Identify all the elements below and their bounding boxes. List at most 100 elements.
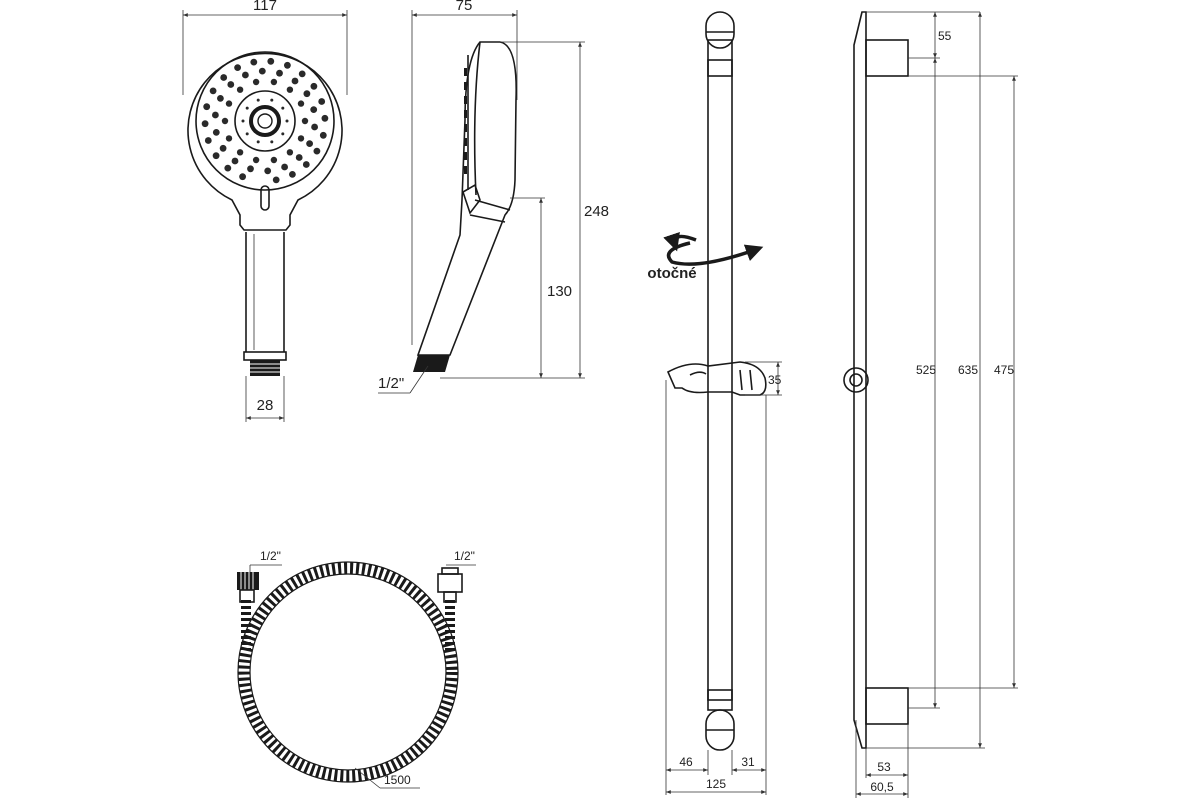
- slide-rail-side-view: 55 525 635 475 53 60,5: [843, 11, 1018, 798]
- rail-bar: [707, 39, 733, 701]
- nozzle: [234, 64, 242, 71]
- nozzle: [204, 137, 212, 144]
- rotation-arrow-icon: [666, 241, 764, 266]
- thread-size-label: 1/2": [378, 375, 404, 392]
- nozzle: [276, 69, 283, 77]
- nozzle: [258, 67, 266, 75]
- hand-shower-front-view: 117 28: [182, 0, 348, 422]
- center-button: [249, 105, 281, 137]
- nozzle: [270, 156, 278, 164]
- shower-head-outline: [187, 52, 343, 231]
- length-635-label: 635: [958, 363, 978, 377]
- nozzle: [270, 78, 278, 86]
- handle-outline: [245, 232, 285, 352]
- width-dimension-label: 117: [253, 0, 277, 14]
- shower-holder: [666, 361, 767, 396]
- inner-nozzle: [245, 106, 249, 110]
- nozzle: [281, 163, 288, 171]
- inner-nozzle: [281, 132, 285, 136]
- holder-ring: [843, 367, 869, 393]
- depth-dimension-label: 75: [456, 0, 473, 14]
- nozzle: [212, 152, 220, 160]
- nozzle: [221, 117, 229, 125]
- bottom-wall-bracket: [865, 687, 909, 725]
- inner-nozzle: [241, 119, 245, 123]
- inner-nozzle: [270, 140, 274, 144]
- length-525-label: 525: [916, 363, 936, 377]
- nozzle: [227, 81, 235, 88]
- inner-nozzle: [270, 98, 274, 102]
- length-475-label: 475: [994, 363, 1014, 377]
- total-width-label: 125: [706, 777, 726, 791]
- nozzle: [319, 131, 327, 139]
- inner-nozzle: [245, 132, 249, 136]
- nozzle: [247, 165, 254, 173]
- inner-nozzle: [256, 98, 260, 102]
- nozzle: [242, 71, 249, 79]
- side-rail-bar: [853, 11, 867, 749]
- nozzle: [291, 77, 299, 85]
- nozzle: [313, 147, 321, 155]
- nozzle: [286, 149, 294, 156]
- nozzle: [306, 140, 313, 148]
- hand-shower-side-view: 75 248 130 1/2": [378, 0, 609, 394]
- shower-head-face: [195, 51, 335, 191]
- offset-right-label: 31: [741, 755, 755, 769]
- nozzle: [321, 114, 329, 122]
- nozzle: [310, 82, 318, 90]
- nozzle: [303, 90, 311, 98]
- inner-nozzle: [256, 140, 260, 144]
- top-end-cap: [705, 11, 735, 49]
- nozzle-pattern: [201, 57, 329, 184]
- handle-body: [416, 41, 517, 356]
- nozzle: [284, 61, 291, 69]
- nozzle: [310, 106, 318, 113]
- nozzle: [297, 100, 305, 107]
- height-dimension-label: 248: [584, 203, 609, 220]
- bracket-dimension-label: 55: [938, 29, 952, 43]
- nozzle: [220, 74, 228, 81]
- nozzle: [209, 87, 217, 95]
- nozzle: [239, 173, 247, 181]
- nozzle: [289, 171, 296, 178]
- inner-nozzle: [285, 119, 289, 123]
- nozzle: [267, 57, 275, 65]
- nozzle: [225, 100, 233, 107]
- nozzle: [286, 86, 294, 93]
- center-ring: [234, 90, 296, 152]
- nozzle: [252, 156, 260, 164]
- nozzle: [201, 120, 209, 128]
- nozzle: [297, 135, 305, 142]
- offset-left-label: 46: [679, 755, 693, 769]
- nozzle: [212, 129, 220, 136]
- mode-slot: [260, 185, 270, 211]
- nozzle: [212, 111, 219, 119]
- hose-length-label: 1500: [384, 773, 411, 787]
- nozzle: [264, 167, 272, 175]
- nozzle: [301, 117, 309, 125]
- nozzle: [252, 78, 260, 86]
- nozzle: [224, 164, 232, 172]
- shower-hose: 1/2" 1/2" 1500: [237, 549, 476, 789]
- depth-60-label: 60,5: [870, 780, 894, 794]
- side-thread: [413, 355, 450, 372]
- nozzle: [298, 70, 306, 78]
- nozzle: [295, 154, 303, 161]
- nozzle: [311, 123, 318, 131]
- connector-dimension-label: 28: [257, 397, 274, 414]
- hose-right-thread-label: 1/2": [454, 549, 475, 563]
- nozzle: [219, 144, 227, 152]
- slide-rail-front-view: otočné 35 46 31 125: [647, 11, 782, 795]
- lower-height-dimension-label: 130: [547, 283, 572, 300]
- nozzle: [318, 98, 326, 105]
- nozzle: [231, 157, 239, 165]
- nozzle: [203, 103, 211, 111]
- rotation-label: otočné: [647, 265, 696, 282]
- nozzle: [272, 176, 280, 184]
- hose-nut-right: [437, 573, 463, 593]
- top-wall-bracket: [865, 39, 909, 77]
- depth-53-label: 53: [877, 760, 891, 774]
- hose-nut-left: [237, 572, 259, 590]
- hose-coil-outer: [238, 562, 458, 782]
